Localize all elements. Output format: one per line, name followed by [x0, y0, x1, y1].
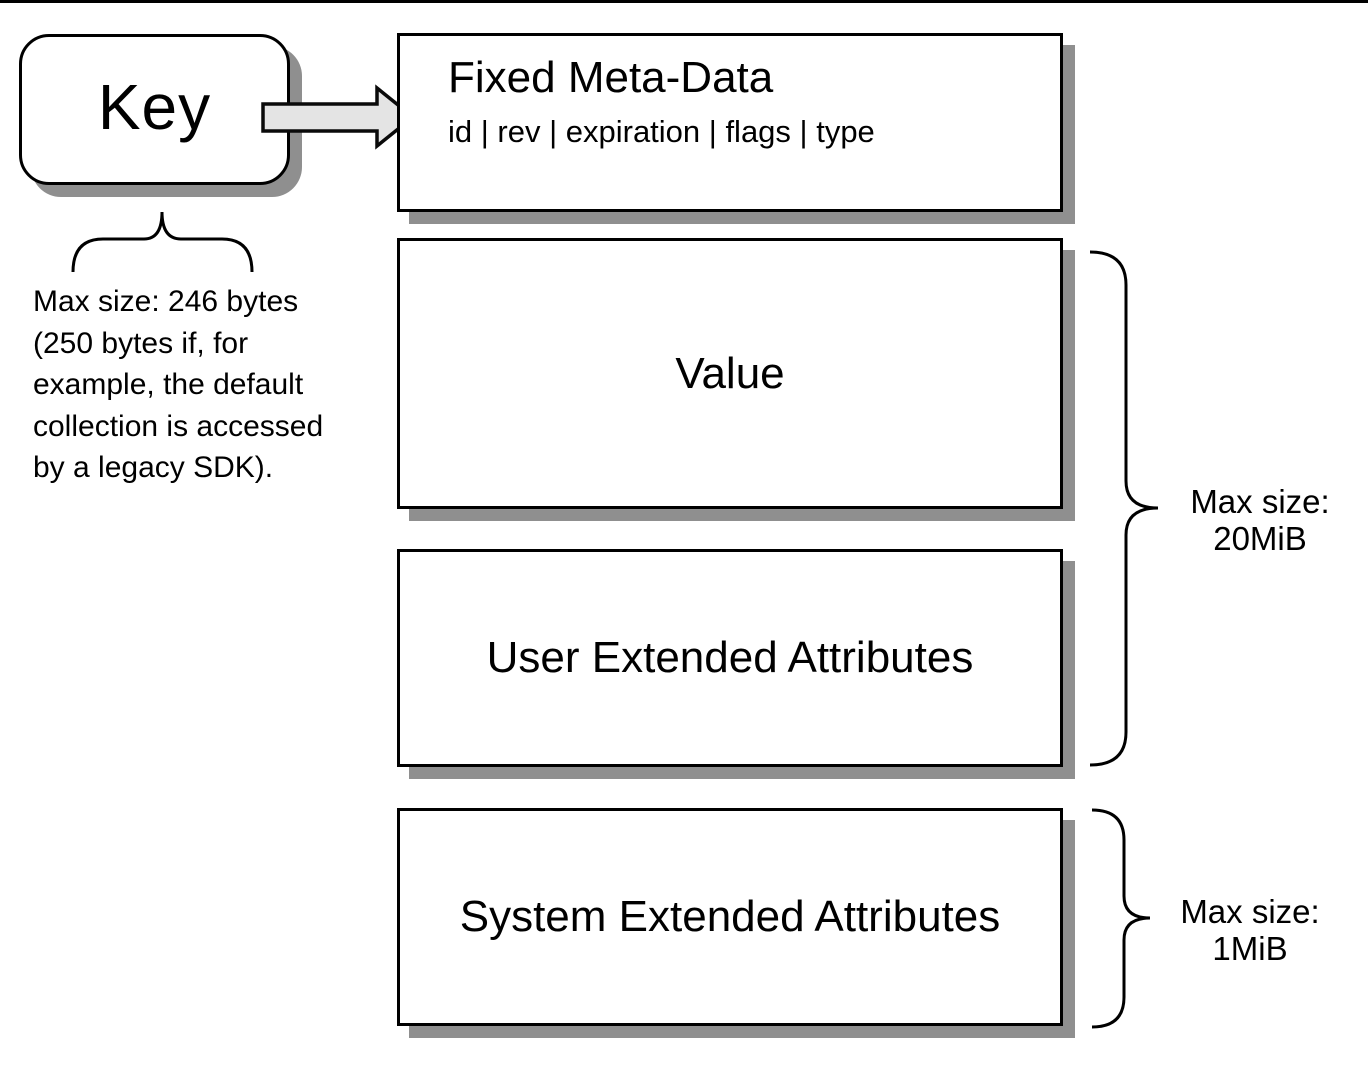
user-extended-attributes-label: User Extended Attributes: [486, 633, 974, 682]
system-xattrs-size-note: Max size: 1MiB: [1171, 893, 1329, 967]
fixed-metadata-title: Fixed Meta-Data: [448, 53, 774, 102]
document-size-note: Max size: 20MiB: [1181, 483, 1339, 557]
key-box: Key: [19, 34, 290, 185]
document-size-brace-icon: [1089, 250, 1159, 767]
user-extended-attributes-box: User Extended Attributes: [397, 549, 1063, 767]
arrow-right-icon: [261, 84, 416, 150]
fixed-metadata-box: Fixed Meta-Data id | rev | expiration | …: [397, 33, 1063, 212]
key-size-note-line: by a legacy SDK).: [33, 451, 274, 484]
system-extended-attributes-box: System Extended Attributes: [397, 808, 1063, 1026]
value-box-label: Value: [675, 348, 785, 398]
top-border-rule: [0, 0, 1368, 3]
key-size-note-line: collection is accessed: [33, 409, 324, 443]
curly-brace-up-icon: [71, 211, 254, 273]
system-xattrs-size-note-label: Max size:: [1180, 893, 1320, 930]
key-box-label: Key: [97, 70, 212, 143]
key-size-note-line: example, the default: [33, 368, 304, 401]
key-size-note-line: (250 bytes if, for: [33, 326, 249, 360]
curly-brace-right-icon: [1089, 250, 1159, 767]
curly-brace-right-icon: [1091, 808, 1151, 1029]
system-xattrs-size-brace-icon: [1091, 808, 1151, 1029]
fixed-metadata-fields: id | rev | expiration | flags | type: [448, 114, 875, 149]
value-box: Value: [397, 238, 1063, 509]
system-xattrs-size-note-value: 1MiB: [1212, 930, 1288, 967]
key-size-brace-icon: [71, 211, 254, 273]
document-size-note-label: Max size:: [1190, 483, 1330, 520]
key-to-metadata-arrow-icon: [261, 84, 416, 150]
system-extended-attributes-label: System Extended Attributes: [459, 892, 1001, 941]
key-size-note-line: Max size: 246 bytes: [33, 285, 299, 318]
key-size-note: Max size: 246 bytes (250 bytes if, for e…: [33, 281, 383, 489]
document-size-note-value: 20MiB: [1213, 520, 1307, 557]
